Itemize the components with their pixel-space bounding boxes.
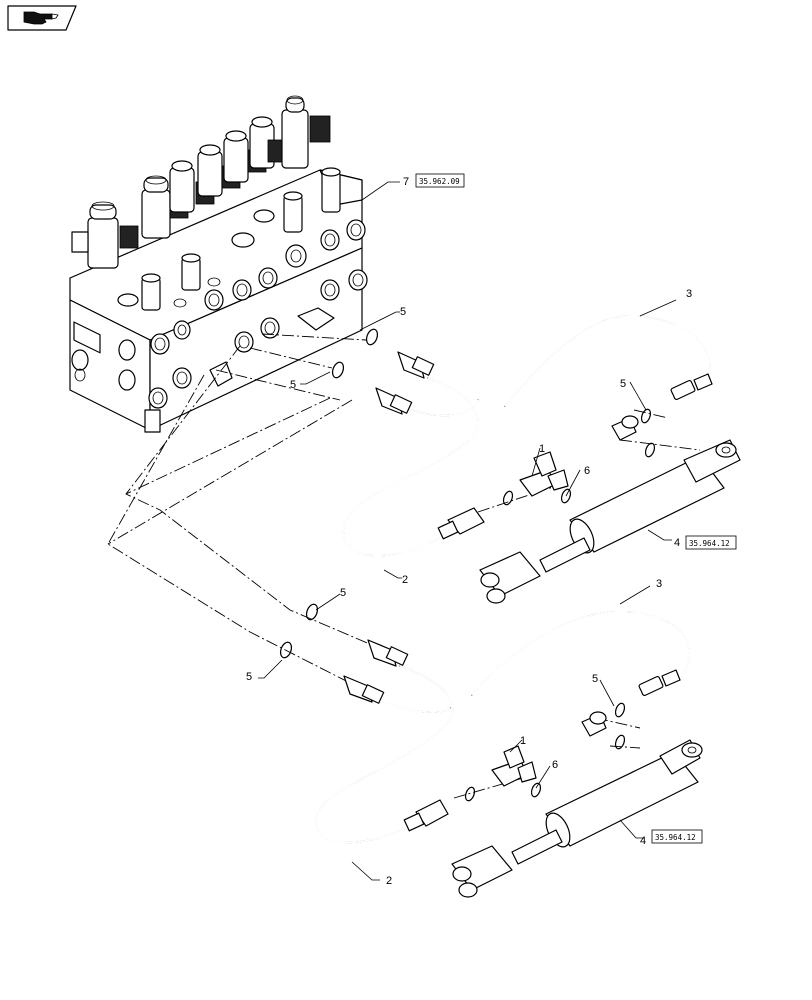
hose-3-lower	[471, 610, 691, 697]
callout-5: 5	[246, 671, 252, 683]
o-ring	[305, 603, 319, 621]
port-fitting	[346, 219, 366, 241]
callout-5: 5	[400, 306, 406, 318]
o-ring	[560, 488, 572, 504]
callout-4: 4	[640, 835, 646, 847]
hose-end-fitting	[367, 639, 409, 667]
o-ring	[614, 702, 626, 718]
callout-5: 5	[620, 378, 626, 390]
elbow-fitting-upper	[611, 415, 639, 441]
port-fitting	[232, 279, 252, 301]
callout-5: 5	[290, 379, 296, 391]
port-fitting	[260, 317, 280, 339]
tee-fitting-1-upper	[519, 451, 569, 497]
callout-6: 6	[552, 759, 558, 771]
o-ring	[644, 442, 656, 458]
callout-3: 3	[686, 288, 692, 300]
port-fitting	[173, 320, 191, 340]
hose-end-fitting	[638, 669, 681, 697]
port-fitting	[172, 367, 192, 389]
solenoid-1	[71, 201, 139, 269]
hydraulic-cylinder-4-lower	[451, 739, 703, 898]
o-ring	[279, 641, 293, 659]
port-fitting	[148, 387, 168, 409]
callout-6: 6	[584, 465, 590, 477]
hydraulic-cylinder-4-upper	[479, 439, 741, 604]
solenoid-row	[71, 95, 341, 311]
o-ring	[331, 361, 345, 379]
hose-end-fitting	[403, 799, 449, 832]
hose-2-upper	[342, 351, 485, 557]
reference-box-cylinder-upper[interactable]: 35.964.12	[685, 535, 737, 550]
port-fitting	[320, 229, 340, 251]
reference-text: 35.964.12	[655, 833, 696, 842]
port-fitting	[150, 333, 170, 355]
callouts: 7 5 5 3 5 1 6 2 4 5 3 5 5 1 6 4 2	[246, 176, 692, 887]
leader-lines	[258, 181, 677, 881]
o-ring	[464, 786, 476, 802]
pointing-hand-icon	[23, 11, 59, 25]
hose-end-fitting	[670, 373, 713, 401]
nav-button[interactable]	[7, 5, 77, 31]
hose-end-fitting	[397, 351, 435, 379]
reference-text: 35.962.09	[419, 177, 460, 186]
callout-7: 7	[403, 176, 409, 188]
hose-end-fitting	[437, 507, 485, 540]
callout-2: 2	[402, 574, 408, 586]
callout-5: 5	[592, 673, 598, 685]
callout-1: 1	[520, 735, 526, 747]
callout-5: 5	[340, 587, 346, 599]
reference-box-valve[interactable]: 35.962.09	[415, 173, 465, 188]
reference-box-cylinder-lower[interactable]: 35.964.12	[651, 829, 703, 844]
o-ring	[614, 734, 626, 750]
hose-end-fitting	[375, 387, 413, 415]
callout-1: 1	[539, 443, 545, 455]
port-fitting	[204, 289, 224, 311]
callout-4: 4	[674, 537, 680, 549]
hose-2-lower	[315, 639, 454, 844]
port-fitting	[285, 244, 307, 268]
o-ring	[640, 408, 652, 424]
o-ring	[502, 490, 514, 506]
port-fitting	[258, 267, 278, 289]
callout-3: 3	[656, 578, 662, 590]
port-fitting	[348, 269, 368, 291]
solenoid-7	[281, 95, 331, 169]
callout-2: 2	[386, 875, 392, 887]
o-ring	[530, 782, 542, 798]
reference-text: 35.964.12	[689, 539, 730, 548]
hose-3-upper	[504, 314, 713, 407]
valve-ports	[148, 219, 368, 409]
tee-fitting-1-lower	[491, 745, 537, 787]
hose-end-fitting	[343, 675, 385, 704]
solenoid-6	[249, 116, 287, 169]
port-fitting	[320, 279, 340, 301]
elbow-fitting-lower	[581, 711, 607, 737]
o-ring	[365, 328, 379, 346]
